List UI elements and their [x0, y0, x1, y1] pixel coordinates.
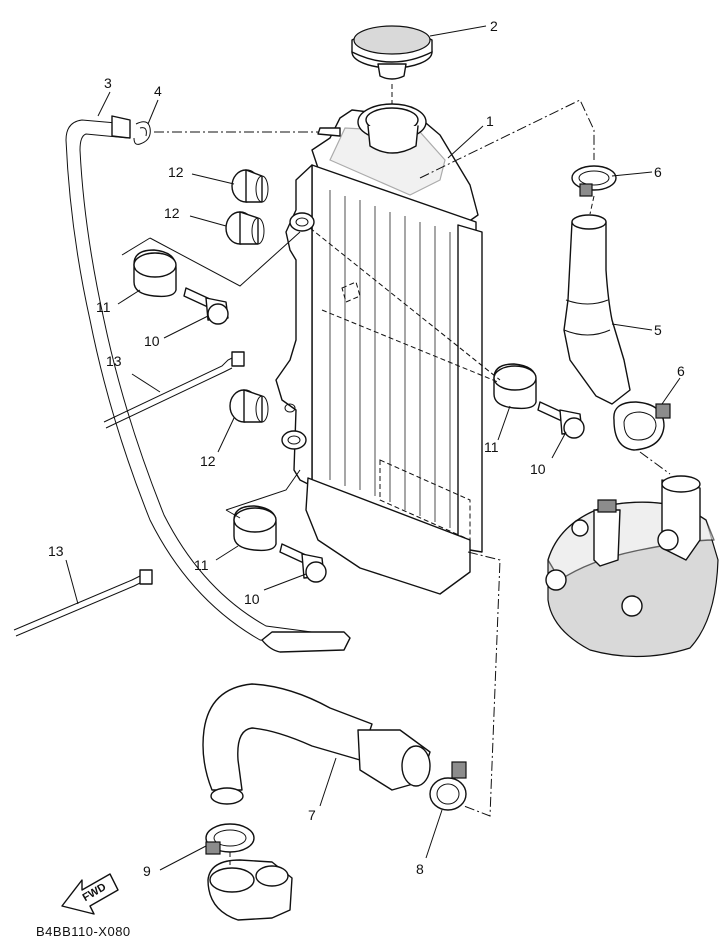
callout-13-lower: 13 — [48, 543, 64, 559]
bolt-upper — [183, 287, 229, 325]
callout-9: 9 — [143, 863, 151, 879]
hose-clip — [133, 121, 151, 145]
callout-8: 8 — [416, 861, 424, 877]
assembly-lines — [121, 99, 671, 868]
radiator-cap — [351, 25, 433, 80]
collar-upper-2 — [225, 211, 265, 245]
callout-11-lower: 11 — [194, 557, 209, 573]
radiator-assembly — [275, 103, 483, 595]
callout-10-lower: 10 — [244, 591, 260, 607]
radiator-fins — [329, 190, 451, 528]
grommet-lower — [233, 505, 277, 552]
collar-lower — [229, 389, 269, 423]
cable-tie-upper — [103, 351, 245, 429]
collar-upper-1 — [231, 169, 269, 203]
callout-13-upper: 13 — [106, 353, 122, 369]
callout-2: 2 — [490, 18, 498, 34]
water-pump-outlet — [207, 859, 293, 921]
callout-7: 7 — [308, 807, 316, 823]
callout-5: 5 — [654, 322, 662, 338]
callout-11-upper: 11 — [96, 299, 111, 315]
callout-12-lower: 12 — [200, 453, 216, 469]
callout-12-second: 12 — [164, 205, 180, 221]
hose-clamp-upper — [571, 165, 617, 197]
callout-10-middle: 10 — [530, 461, 546, 477]
hose-clamp-middle — [613, 401, 671, 451]
callout-labels: 1 2 3 4 5 6 6 7 8 9 10 10 10 11 11 11 12… — [48, 18, 685, 879]
callout-6-middle: 6 — [677, 363, 685, 379]
callout-1: 1 — [486, 113, 494, 129]
bolt-lower — [279, 543, 327, 583]
grommet-upper — [133, 249, 177, 298]
callout-10-upper: 10 — [144, 333, 160, 349]
upper-hose — [563, 214, 631, 405]
cable-tie-lower — [13, 569, 153, 637]
callout-11-middle: 11 — [484, 439, 499, 455]
lower-hose — [202, 683, 431, 805]
callout-6-upper: 6 — [654, 164, 662, 180]
cylinder-head — [545, 475, 719, 658]
hose-clamp-lower — [429, 761, 467, 811]
forward-direction-arrow: FWD — [61, 873, 119, 915]
grommet-middle — [493, 363, 537, 410]
callout-3: 3 — [104, 75, 112, 91]
hose-clamp-bottom — [205, 823, 255, 855]
overflow-hose — [65, 115, 351, 653]
callout-12-top: 12 — [168, 164, 184, 180]
diagram-code: B4BB110-X080 — [36, 924, 131, 939]
bolt-middle — [537, 401, 585, 439]
leader-lines — [65, 25, 681, 871]
callout-4: 4 — [154, 83, 162, 99]
